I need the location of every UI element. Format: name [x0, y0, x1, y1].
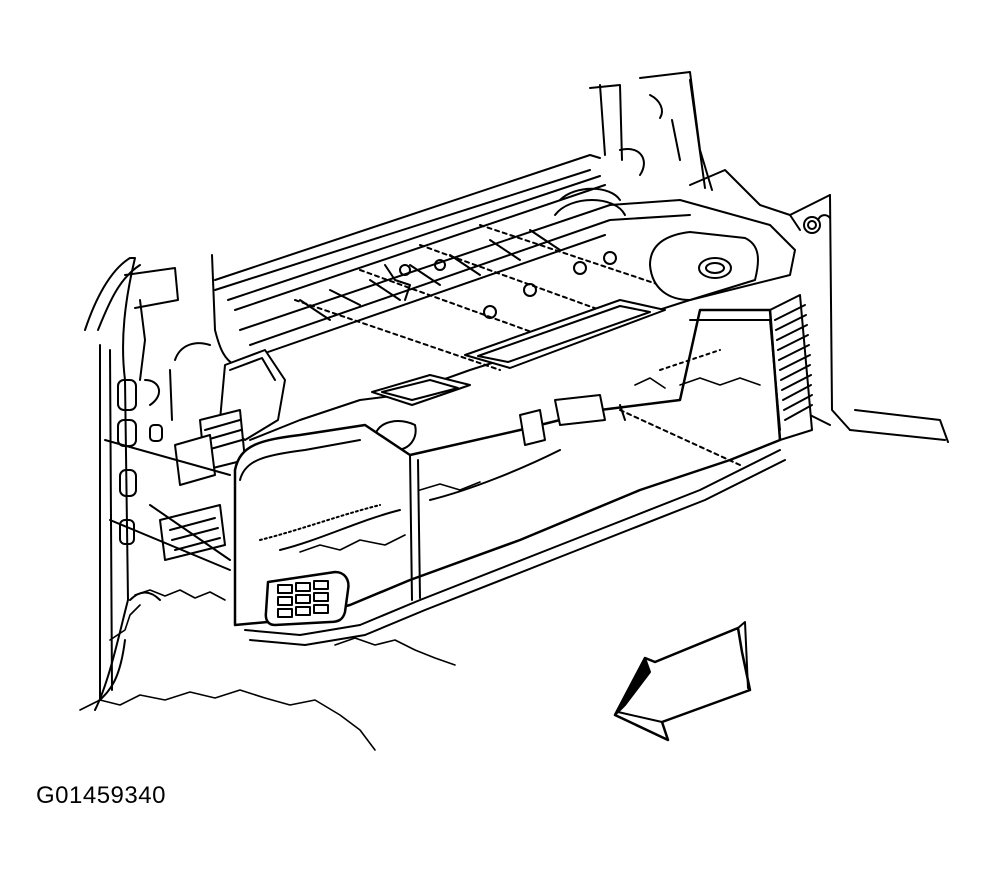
latch-mechanism: [104, 349, 286, 571]
figure-id-label: G01459340: [36, 782, 166, 809]
speaker-pod: [649, 231, 759, 301]
carpet-edges: [79, 377, 761, 751]
right-rear-pillar: [689, 169, 949, 443]
lower-vent-grille: [264, 570, 350, 627]
speaker-grille-right: [769, 294, 813, 441]
quarter-trim-panel: [233, 308, 786, 646]
deck-slots: [371, 299, 666, 451]
left-body-pillar: [84, 257, 179, 711]
rear-cargo-panel: [214, 71, 713, 311]
direction-arrow-icon: [613, 621, 752, 742]
